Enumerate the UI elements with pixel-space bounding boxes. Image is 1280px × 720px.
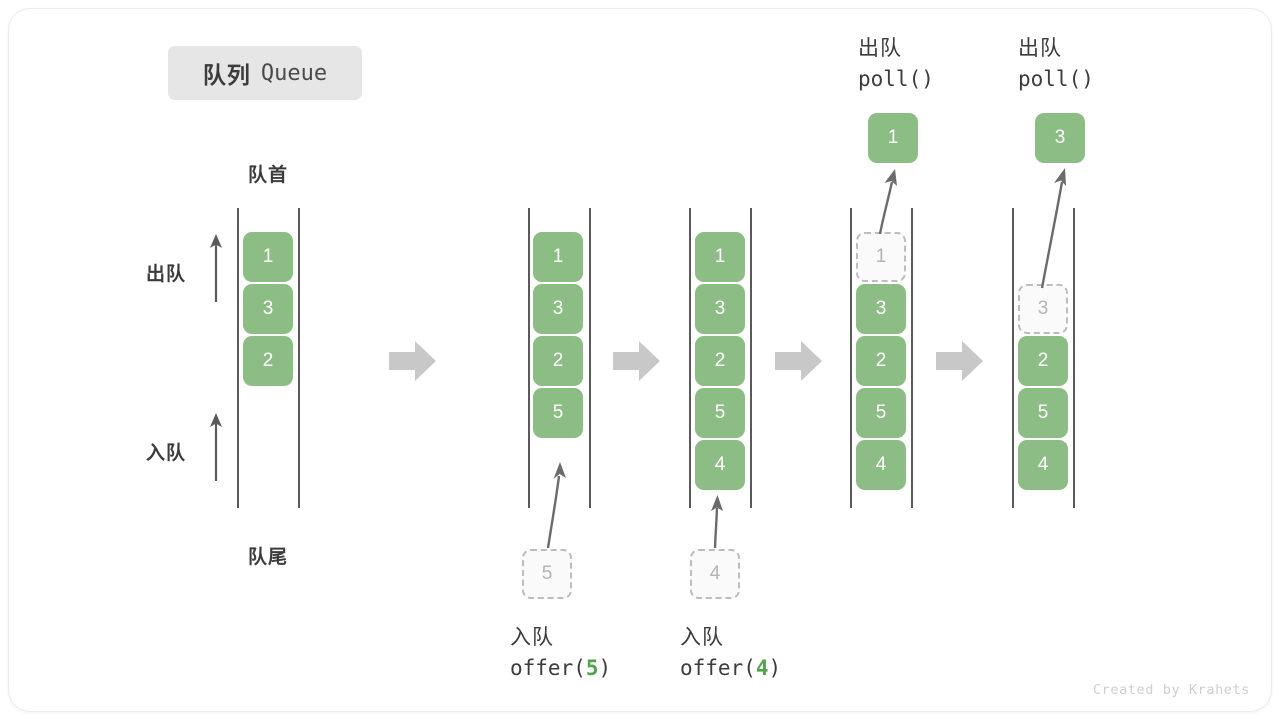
title-en: Queue — [260, 60, 328, 86]
poll-2-arrow-icon — [1040, 168, 1066, 289]
stage-3-element-2: 2 — [695, 336, 745, 386]
stage-5-element-3: 5 — [1018, 388, 1068, 438]
offer-4-close: ) — [768, 656, 782, 680]
stage-1-element-2: 2 — [243, 336, 293, 386]
poll-2-operation-code: poll() — [1018, 67, 1094, 91]
title-cn: 队列 — [202, 62, 251, 88]
enqueue-arrow-4-icon — [711, 495, 723, 549]
stage-2-element-3: 5 — [533, 388, 583, 438]
stage-3-rail-right — [750, 208, 752, 508]
enqueue-direction-label: 入队 — [146, 443, 187, 464]
stage-4-rail-right — [911, 208, 913, 508]
stage-transition-arrow-1-icon — [389, 341, 436, 381]
offer-5-arg: 5 — [585, 656, 599, 680]
stage-1-element-0: 1 — [243, 232, 293, 282]
stage-1-element-1: 3 — [243, 284, 293, 334]
stage-4-rail-left — [850, 208, 852, 508]
stage-3-element-0: 1 — [695, 232, 745, 282]
stage-5-rail-left — [1012, 208, 1014, 508]
stage-4-element-2: 2 — [856, 336, 906, 386]
stage-2-element-2: 2 — [533, 336, 583, 386]
title-badge: 队列 Queue — [168, 46, 362, 100]
stage-3-element-1: 3 — [695, 284, 745, 334]
stage-transition-arrow-2-icon — [613, 341, 660, 381]
offer-5-close: ) — [598, 656, 612, 680]
queue-head-label: 队首 — [247, 165, 288, 186]
poll-1-operation-code: poll() — [858, 67, 934, 91]
stage-5-element-2: 2 — [1018, 336, 1068, 386]
stage-3-element-3: 5 — [695, 388, 745, 438]
stage-5-element-4: 4 — [1018, 440, 1068, 490]
offer-5-fn: offer( — [510, 656, 586, 680]
dequeue-direction-arrow-icon — [210, 234, 222, 302]
poll-2-result-element: 3 — [1035, 113, 1085, 163]
enqueue-direction-arrow-icon — [210, 413, 222, 481]
stage-4-element-1: 3 — [856, 284, 906, 334]
enqueue-ghost-element-4: 4 — [690, 549, 740, 599]
poll-1-arrow-icon — [878, 169, 897, 235]
stage-transition-arrow-4-icon — [936, 341, 983, 381]
offer-4-operation-code: offer(4) — [680, 656, 781, 680]
stage-2-element-0: 1 — [533, 232, 583, 282]
stage-2-element-1: 3 — [533, 284, 583, 334]
stage-1-rail-left — [237, 208, 239, 508]
stage-4-element-3: 5 — [856, 388, 906, 438]
stage-3-element-4: 4 — [695, 440, 745, 490]
credit-text: Created by Krahets — [1092, 682, 1250, 698]
offer-4-arg: 4 — [755, 656, 769, 680]
queue-tail-label: 队尾 — [247, 547, 288, 568]
poll-2-operation-label: 出队 — [1018, 37, 1062, 60]
offer-5-operation-code: offer(5) — [510, 656, 611, 680]
enqueue-ghost-element-5: 5 — [522, 549, 572, 599]
stage-5-rail-right — [1073, 208, 1075, 508]
stage-transition-arrow-3-icon — [775, 341, 822, 381]
stage-1-rail-right — [298, 208, 300, 508]
poll-1-operation-label: 出队 — [858, 37, 902, 60]
stage-4-element-0-ghost: 1 — [856, 232, 906, 282]
stage-4-element-4: 4 — [856, 440, 906, 490]
offer-4-operation-label: 入队 — [680, 626, 724, 649]
enqueue-arrow-5-icon — [546, 462, 566, 549]
dequeue-direction-label: 出队 — [146, 264, 187, 285]
poll-1-result-element: 1 — [868, 113, 918, 163]
stage-2-rail-left — [528, 208, 530, 508]
stage-5-element-1-ghost: 3 — [1018, 284, 1068, 334]
offer-4-fn: offer( — [680, 656, 756, 680]
stage-2-rail-right — [589, 208, 591, 508]
offer-5-operation-label: 入队 — [510, 626, 554, 649]
stage-3-rail-left — [689, 208, 691, 508]
